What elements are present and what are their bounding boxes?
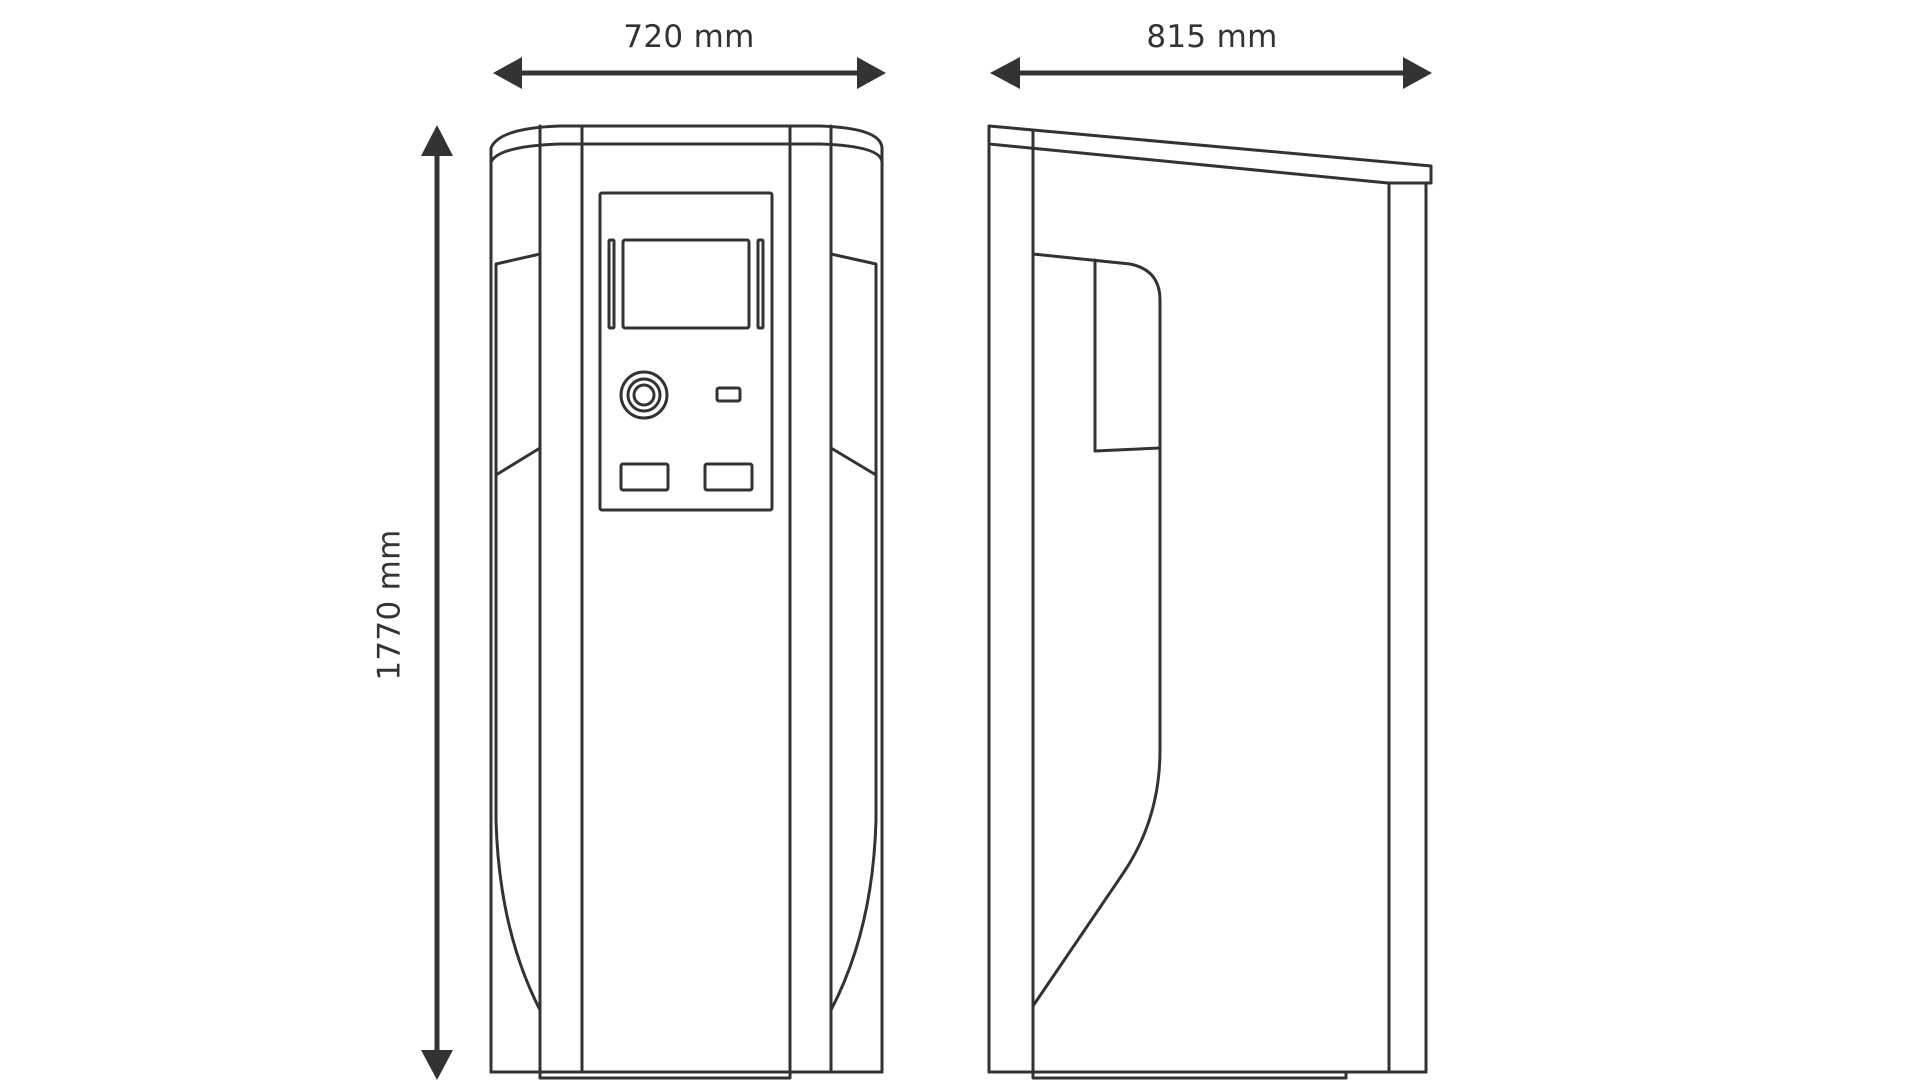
right-socket-cover xyxy=(703,462,754,492)
width-label: 720 mm xyxy=(623,19,755,55)
width-dimension-arrow xyxy=(493,57,886,89)
card-reader-slot xyxy=(715,386,742,403)
front-base-plinth xyxy=(538,1070,792,1080)
front-top-cap xyxy=(489,124,884,164)
side-base-plinth xyxy=(1031,1070,1348,1080)
depth-label: 815 mm xyxy=(1146,19,1278,55)
left-led-strip xyxy=(607,238,616,330)
display-screen xyxy=(621,238,751,330)
front-top-cap-inner xyxy=(489,142,884,164)
height-label: 1770 mm xyxy=(371,529,408,681)
side-curved-housing xyxy=(1031,252,1162,1008)
side-top-cap xyxy=(987,124,1433,185)
left-socket-cover xyxy=(619,462,670,492)
side-display-hood xyxy=(1093,258,1162,453)
control-panel xyxy=(598,191,774,512)
depth-dimension-arrow xyxy=(990,57,1432,89)
front-left-side-panel xyxy=(494,252,542,1012)
height-dimension-arrow xyxy=(421,125,453,1080)
right-led-strip xyxy=(756,238,765,330)
emergency-button xyxy=(619,370,669,420)
side-view xyxy=(987,124,1433,1080)
front-right-side-panel xyxy=(829,252,878,1012)
front-view xyxy=(489,124,884,1080)
